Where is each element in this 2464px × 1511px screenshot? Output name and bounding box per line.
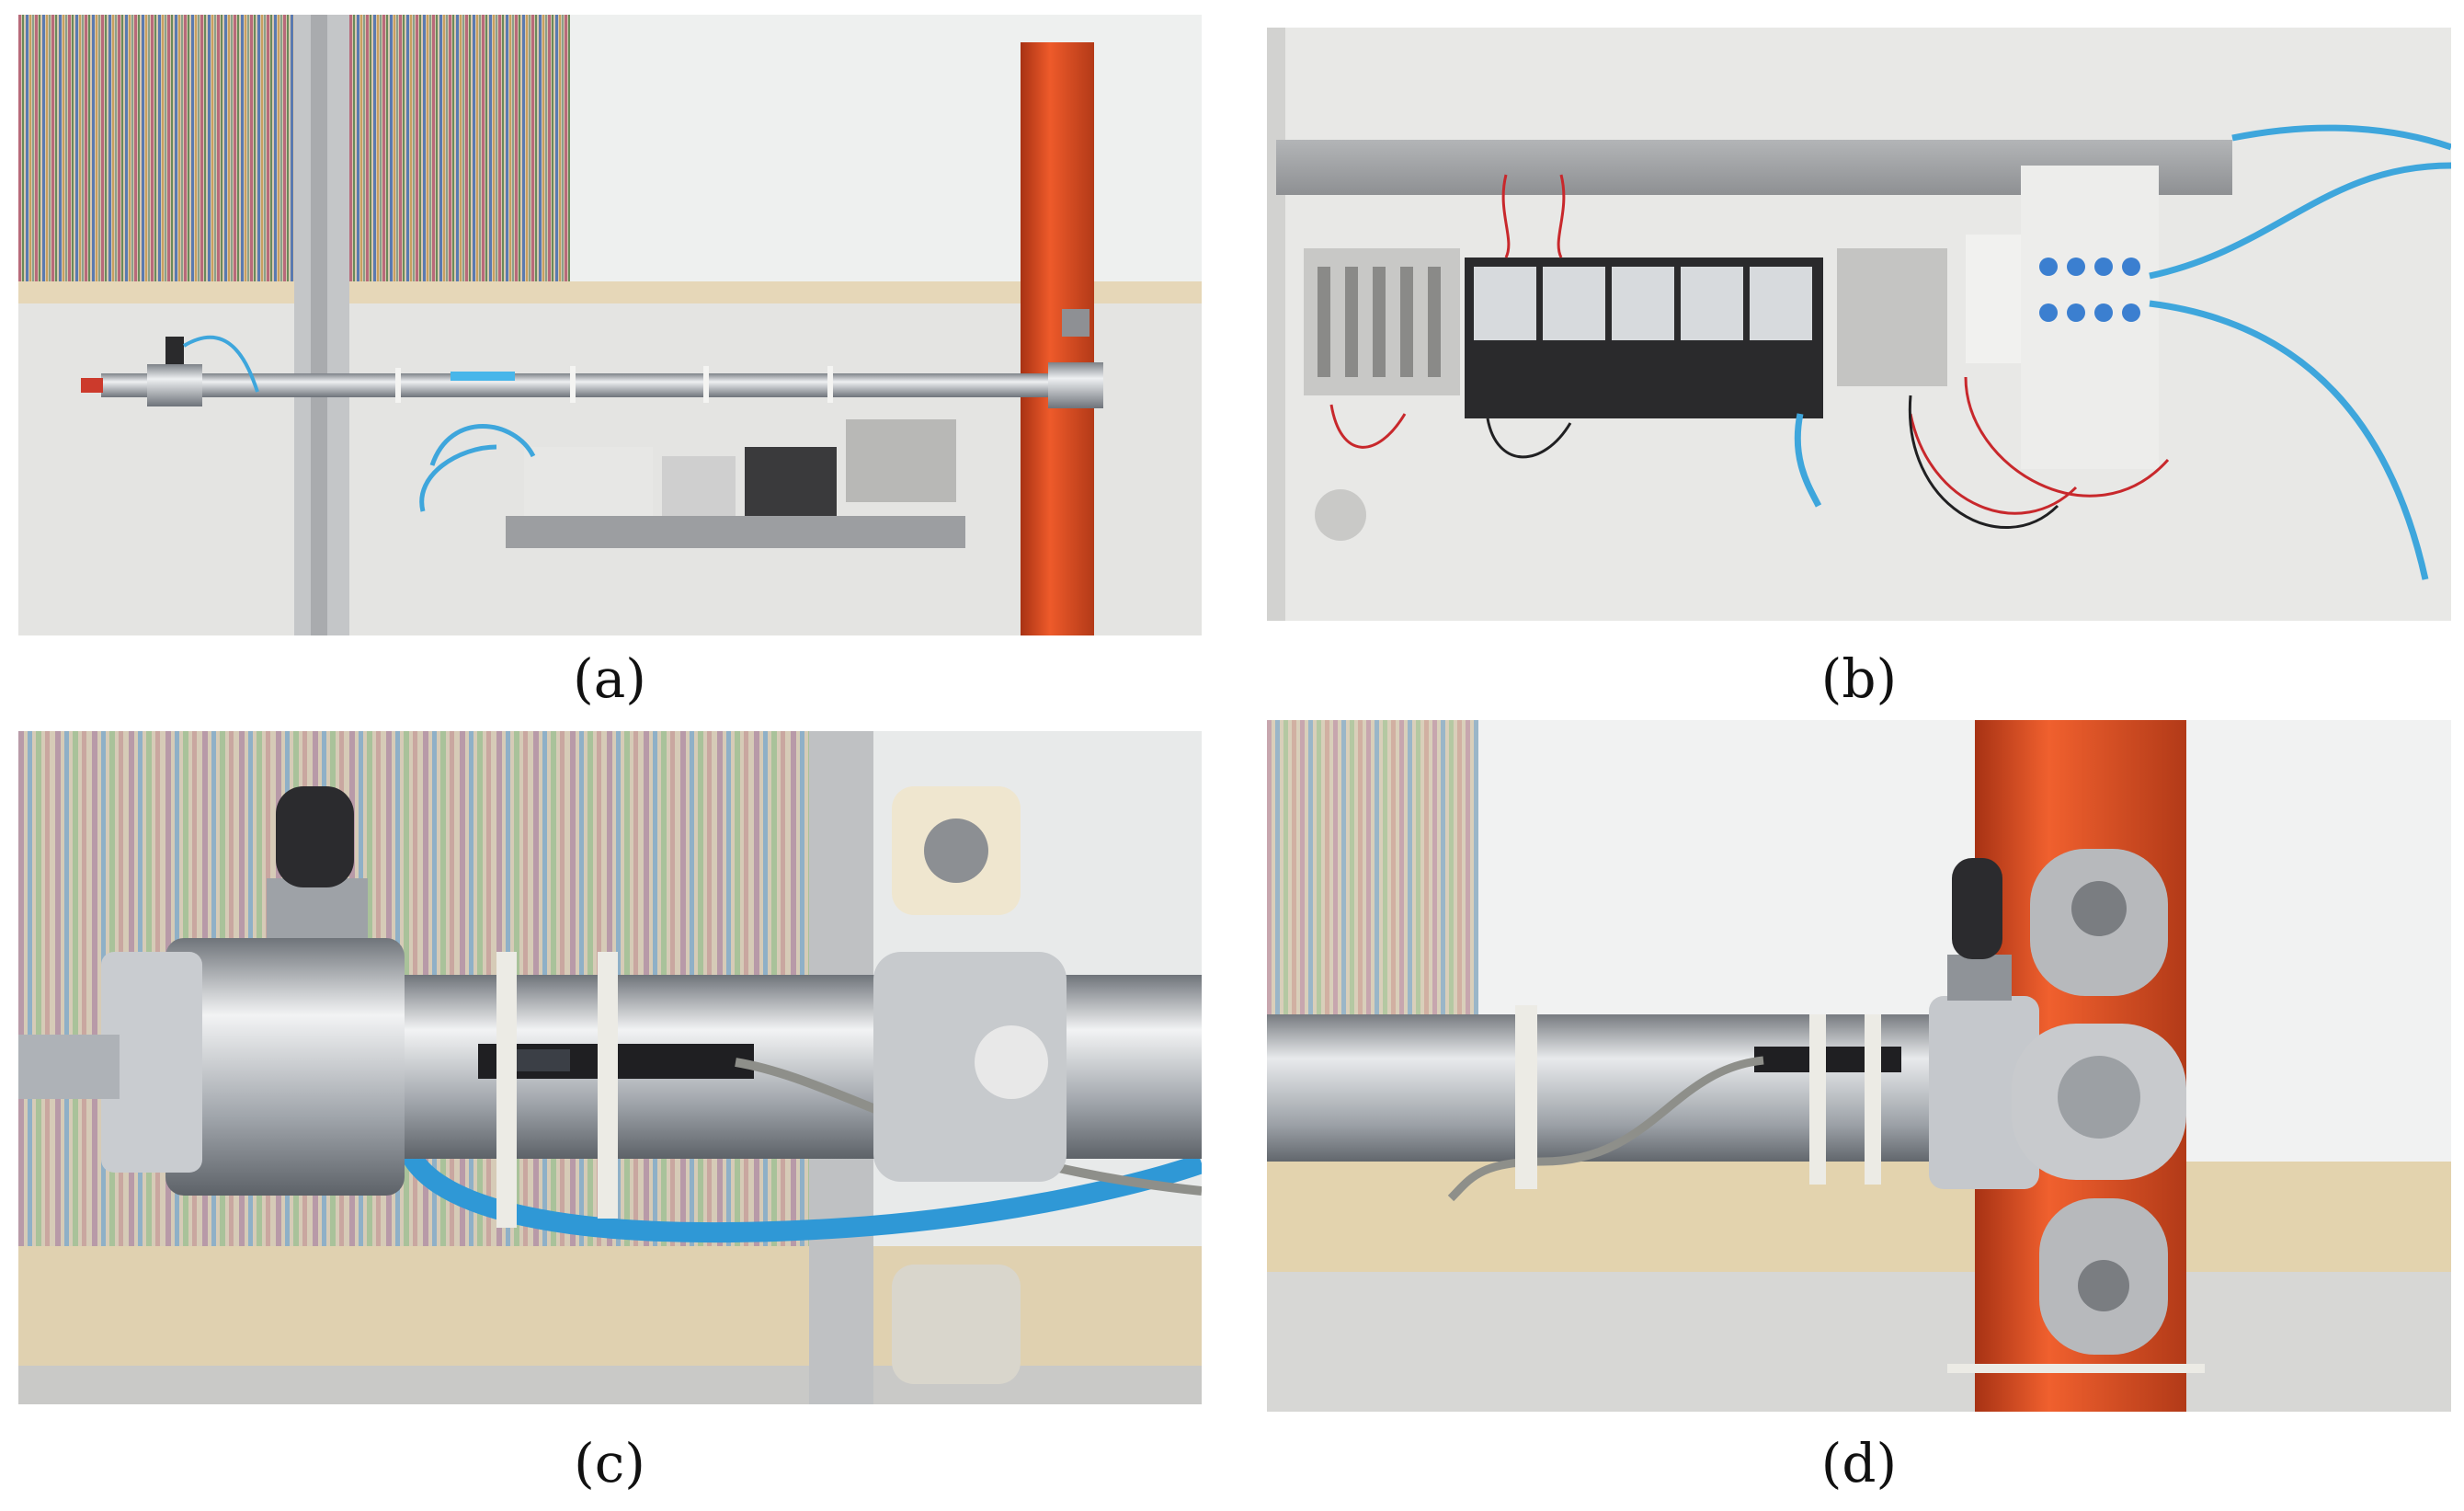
caption-a: (a) xyxy=(573,647,646,710)
photo-overview-rig xyxy=(18,15,1202,635)
caption-c: (c) xyxy=(574,1432,645,1494)
photo-panel-b xyxy=(1267,28,2451,621)
photo-panel-d xyxy=(1267,720,2451,1412)
photo-cylinder-mount-closeup xyxy=(1267,720,2451,1412)
photo-control-panel xyxy=(1267,28,2451,621)
caption-b: (b) xyxy=(1820,647,1898,710)
caption-d: (d) xyxy=(1820,1432,1898,1494)
photo-panel-c xyxy=(18,731,1202,1404)
photo-panel-a xyxy=(18,15,1202,635)
photo-cylinder-sensor-closeup xyxy=(18,731,1202,1404)
